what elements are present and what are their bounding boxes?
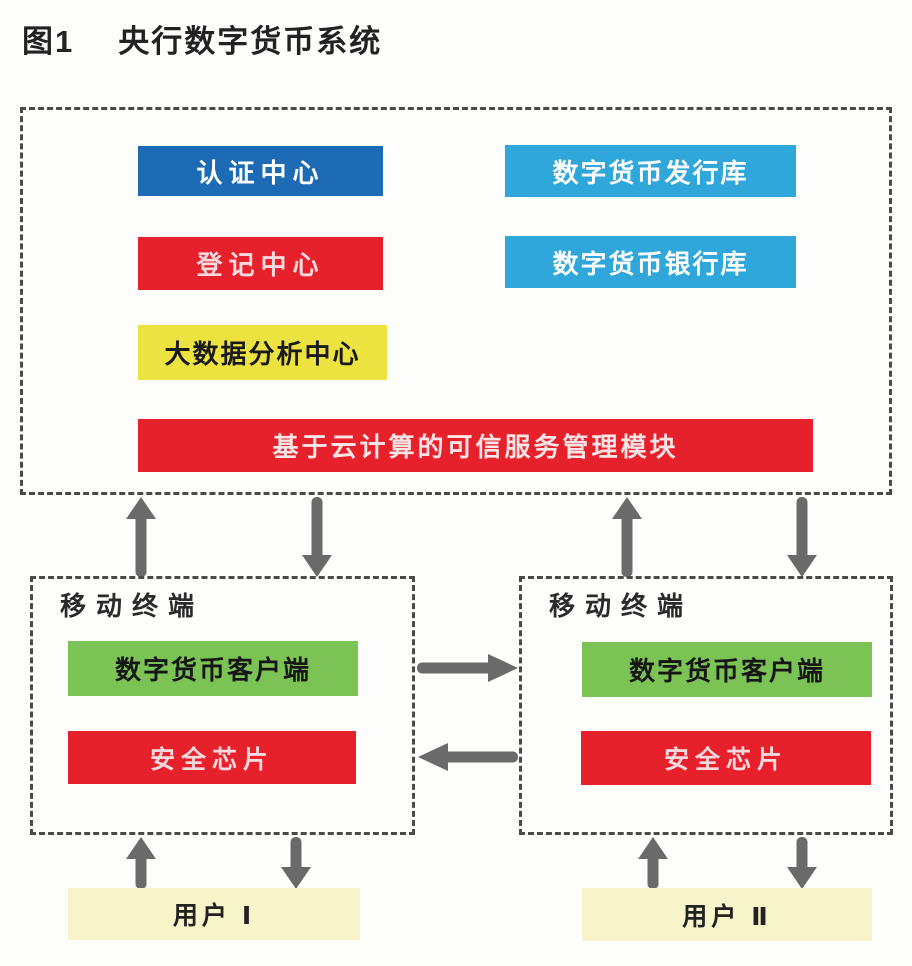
node-digital-currency-bank-vault: 数字货币银行库: [505, 236, 796, 288]
arrow-shaft: [796, 497, 808, 561]
mobile-terminal-right-box: [519, 576, 893, 835]
arrow-left-terminal-to-system-icon: [126, 497, 156, 577]
arrow-head: [126, 837, 156, 859]
node-security-chip-left: 安全芯片: [68, 731, 356, 784]
arrow-right-terminal-to-system-icon: [612, 497, 642, 577]
arrow-head: [302, 555, 332, 577]
arrow-left-terminal-to-right-terminal-icon: [417, 654, 518, 682]
node-auth-center: 认证中心: [138, 146, 383, 196]
node-registry-center: 登记中心: [138, 237, 383, 290]
figure-title: 图1 央行数字货币系统: [22, 16, 382, 61]
arrow-shaft: [796, 837, 808, 873]
arrow-shaft: [135, 853, 147, 889]
node-user-1: 用户 Ⅰ: [68, 888, 360, 940]
arrow-system-to-left-terminal-icon: [302, 497, 332, 577]
arrow-shaft: [135, 513, 147, 577]
arrow-head: [612, 497, 642, 519]
arrow-user1-to-terminal-icon: [126, 837, 156, 889]
figure-name: 央行数字货币系统: [118, 24, 383, 59]
arrow-head: [787, 867, 817, 889]
node-cloud-trusted-service-module: 基于云计算的可信服务管理模块: [138, 419, 813, 472]
figure-number-label: 图1: [22, 24, 75, 59]
arrow-system-to-right-terminal-icon: [787, 497, 817, 577]
mobile-terminal-left-label: 移动终端: [60, 591, 205, 621]
arrow-shaft: [290, 837, 302, 873]
node-digital-currency-issue-vault: 数字货币发行库: [505, 145, 796, 197]
arrow-terminal-to-user1-icon: [281, 837, 311, 889]
central-bank-system-box: [20, 107, 892, 495]
arrow-shaft: [417, 662, 494, 674]
arrow-head: [488, 654, 518, 682]
arrow-head: [638, 837, 668, 859]
arrow-shaft: [442, 751, 518, 763]
arrow-shaft: [311, 497, 323, 561]
node-currency-client-right: 数字货币客户端: [582, 642, 872, 697]
arrow-head: [281, 867, 311, 889]
arrow-user2-to-terminal-icon: [638, 837, 668, 889]
node-security-chip-right: 安全芯片: [581, 731, 871, 785]
arrow-head: [418, 743, 448, 771]
arrow-head: [126, 497, 156, 519]
arrow-head: [787, 555, 817, 577]
arrow-shaft: [621, 513, 633, 577]
arrow-shaft: [647, 853, 659, 889]
mobile-terminal-left-box: [30, 576, 415, 835]
node-currency-client-left: 数字货币客户端: [68, 641, 358, 696]
arrow-terminal-to-user2-icon: [787, 837, 817, 889]
node-big-data-analysis-center: 大数据分析中心: [138, 325, 387, 380]
mobile-terminal-right-label: 移动终端: [549, 591, 694, 621]
node-user-2: 用户 Ⅱ: [582, 888, 872, 941]
arrow-right-terminal-to-left-terminal-icon: [418, 743, 518, 771]
